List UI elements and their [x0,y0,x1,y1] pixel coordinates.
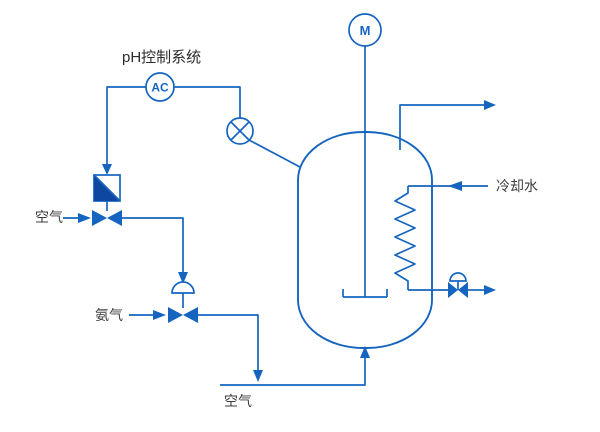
air-sparge-line: 空气 [220,346,370,409]
air-supply: 空气 [35,209,188,284]
signal-arrow-down [102,164,112,175]
air-valve-body-right [107,210,122,226]
ph-system-title: pH控制系统 [122,49,201,66]
air-inlet-label: 空气 [35,209,63,225]
cooling-coil [394,186,416,290]
converter-diagonal [93,174,121,202]
coolant-outlet [408,272,496,298]
ph-sensor [174,86,301,168]
air-sparge-label: 空气 [224,393,252,409]
ip-converter [93,174,121,211]
outlet-valve-body-right [458,282,468,298]
controller-label: AC [151,81,169,95]
ammonia-valve-body-left [168,307,183,323]
air-valve-body-left [92,210,107,226]
outlet-valve-diaphragm-icon [449,272,467,282]
sensor-x-stroke-2 [230,121,250,141]
agitator [342,46,388,298]
ammonia-inlet-arrow [153,310,166,320]
ammonia-valve-body-right [183,307,198,323]
exhaust-arrow [484,100,496,110]
ammonia-label: 氨气 [95,307,123,323]
cooling-water-inlet: 冷却水 [408,178,538,194]
outlet-valve-body-left [448,282,458,298]
ammonia-outlet-pipe [198,314,259,370]
ph-controller: AC [145,72,175,102]
motor-circle [348,13,382,47]
sensor-signal-line [174,86,241,118]
motor: M [348,13,382,47]
exhaust-pipe [399,104,484,150]
actuation-air-pipe [122,217,184,274]
sparge-up-arrow [360,346,370,358]
signal-line [106,86,146,166]
signal-line-to-converter [102,86,146,175]
ammonia-supply: 氨气 [95,307,263,382]
sensor-probe-line [248,139,301,168]
cooling-water-label: 冷却水 [496,178,538,194]
cooling-inlet-arrow [448,181,462,191]
ammonia-valve [168,281,198,323]
ammonia-down-arrow [253,370,263,382]
sparge-pipe [220,357,366,386]
motor-label: M [360,23,371,38]
air-inlet-arrow [78,213,91,223]
diaphragm-actuator-icon [171,281,195,294]
actuation-air-arrow [178,272,188,284]
coolant-discharge-arrow [484,285,496,295]
exhaust-line [399,100,496,150]
